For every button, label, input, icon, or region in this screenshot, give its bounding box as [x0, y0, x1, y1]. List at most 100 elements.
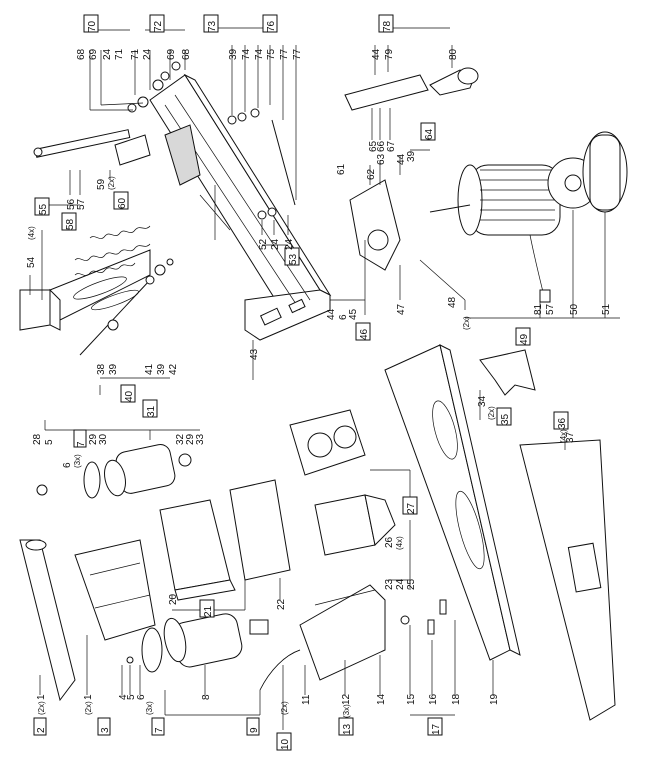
label-74: 74: [254, 48, 265, 60]
label-6: 6: [136, 694, 147, 700]
box-9: [246, 717, 260, 736]
motor-plate: [349, 179, 401, 271]
label-75: 75: [266, 48, 277, 60]
label-79: 79: [384, 48, 395, 60]
label-25: 25: [406, 578, 417, 590]
box-13: [338, 717, 354, 736]
label-42: 42: [168, 363, 179, 375]
sheet: [229, 479, 291, 581]
label-7: 7: [154, 727, 165, 733]
boxed-callouts: [33, 14, 569, 751]
label-49: 49: [519, 333, 530, 345]
label-51: 51: [601, 303, 612, 315]
label-40: 40: [124, 390, 135, 402]
label-65: 65: [368, 140, 379, 152]
box-70: [83, 14, 99, 33]
label-63: 63: [376, 153, 387, 165]
label-77: 77: [279, 48, 290, 60]
label-66: 66: [376, 140, 387, 152]
label-59: 59: [96, 178, 107, 190]
label-8: 8: [201, 694, 212, 700]
label-2x: (2x): [487, 406, 496, 420]
label-57: 57: [76, 198, 87, 210]
label-38: 38: [96, 363, 107, 375]
label-31: 31: [146, 405, 157, 417]
box-35: [496, 407, 512, 426]
box-27: [402, 496, 418, 515]
upper-bracket: [344, 67, 479, 111]
label-35: 35: [500, 413, 511, 425]
label-37: 37: [565, 431, 576, 443]
box-17: [427, 717, 443, 736]
label-39: 39: [108, 363, 119, 375]
base-plate: [384, 344, 521, 661]
label-24: 24: [142, 48, 153, 60]
label-71: 71: [114, 48, 125, 60]
box-3: [97, 717, 111, 736]
tray: [159, 499, 236, 601]
box-58: [61, 212, 77, 231]
label-32: 32: [175, 433, 186, 445]
box-53: [284, 247, 300, 266]
label-3x: (3x): [342, 704, 351, 718]
label-1: 1: [83, 694, 94, 700]
box-21: [199, 599, 215, 618]
label-2x: (2x): [107, 176, 116, 190]
label-7: 7: [76, 441, 87, 447]
label-1: 1: [36, 694, 47, 700]
main-frame: [149, 73, 332, 341]
label-2x: (2x): [280, 701, 289, 715]
label-64: 64: [424, 128, 435, 140]
label-21: 21: [203, 605, 214, 617]
side-bracket: [19, 249, 151, 331]
label-3x: (3x): [145, 701, 154, 715]
box-46: [355, 322, 371, 341]
label-29: 29: [185, 433, 196, 445]
label-73: 73: [207, 20, 218, 32]
label-12: 12: [341, 693, 352, 705]
wedge-plate: [519, 439, 616, 721]
label-24: 24: [395, 578, 406, 590]
label-2x: (2x): [462, 316, 471, 330]
box-49: [515, 327, 531, 346]
label-47: 47: [396, 303, 407, 315]
label-20: 20: [168, 593, 179, 605]
label-56: 56: [66, 198, 77, 210]
gas-spring: [227, 108, 296, 220]
label-77: 77: [292, 48, 303, 60]
switch-housing: [289, 409, 366, 476]
disk-lower: [126, 627, 163, 673]
label-4: 4: [118, 694, 129, 700]
label-10: 10: [280, 738, 291, 750]
label-61: 61: [336, 163, 347, 175]
label-29: 29: [88, 433, 99, 445]
label-74: 74: [241, 48, 252, 60]
switch-bracket: [314, 494, 396, 556]
fan-cover: [582, 131, 628, 213]
label-45: 45: [348, 308, 359, 320]
label-43: 43: [249, 348, 260, 360]
hose: [259, 649, 301, 691]
label-14: 14: [376, 693, 387, 705]
label-33: 33: [195, 433, 206, 445]
label-4x: (4x): [559, 429, 568, 443]
left-arm: [19, 539, 76, 702]
label-60: 60: [117, 197, 128, 209]
box-36: [553, 411, 569, 430]
label-44: 44: [396, 153, 407, 165]
label-28: 28: [32, 433, 43, 445]
label-18: 18: [451, 693, 462, 705]
label-68: 68: [181, 48, 192, 60]
label-24: 24: [284, 238, 295, 250]
label-30: 30: [98, 433, 109, 445]
label-36: 36: [557, 417, 568, 429]
disk-upper: [36, 461, 101, 499]
label-3: 3: [100, 727, 111, 733]
label-26: 26: [384, 536, 395, 548]
label-13: 13: [342, 723, 353, 735]
label-72: 72: [153, 20, 164, 32]
label-44: 44: [371, 48, 382, 60]
label-6: 6: [338, 314, 349, 320]
label-23: 23: [384, 578, 395, 590]
